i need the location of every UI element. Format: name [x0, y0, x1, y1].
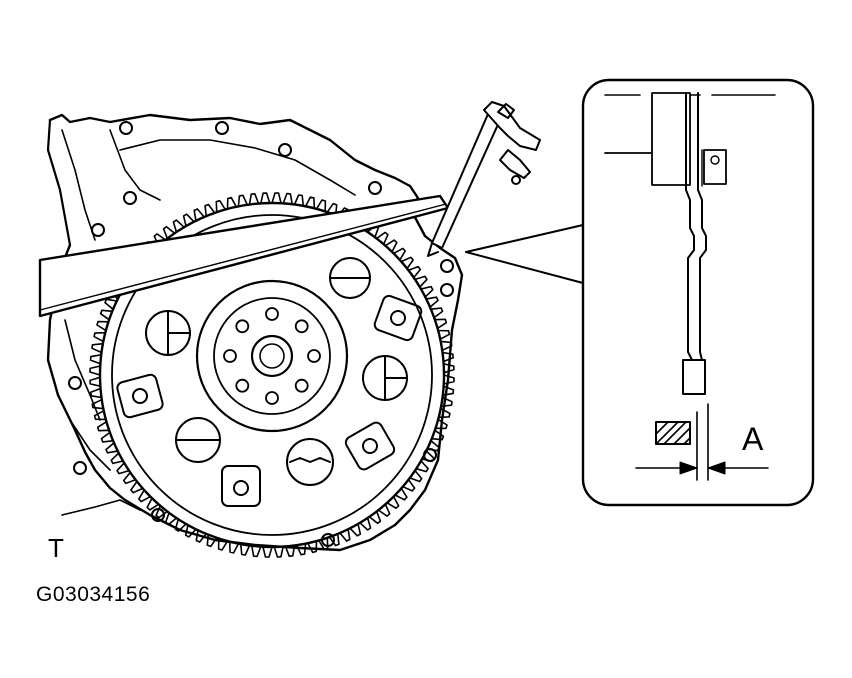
center-bolt-hole [235, 378, 250, 393]
center-bolt-hole [294, 319, 309, 334]
center-bolt-holes [223, 307, 321, 405]
tool-leader-line [61, 499, 141, 516]
figure-id: G03034156 [36, 583, 151, 606]
center-bolt-hole [265, 307, 279, 321]
plate-windows [116, 257, 423, 507]
dimension-label: A [742, 421, 764, 457]
center-bolt-hole [235, 319, 250, 334]
straight-edge [38, 194, 450, 318]
center-bolt-hole [294, 378, 309, 393]
detail-inset [581, 78, 815, 507]
center-bolt-hole [223, 349, 237, 363]
tool-label: T [48, 533, 64, 563]
center-bolt-hole [265, 391, 279, 405]
callout-pointer [465, 224, 584, 284]
caliper-tool [427, 101, 541, 257]
engine-housing [46, 113, 464, 552]
drive-plate [98, 201, 446, 549]
center-bolt-hole [307, 349, 321, 363]
